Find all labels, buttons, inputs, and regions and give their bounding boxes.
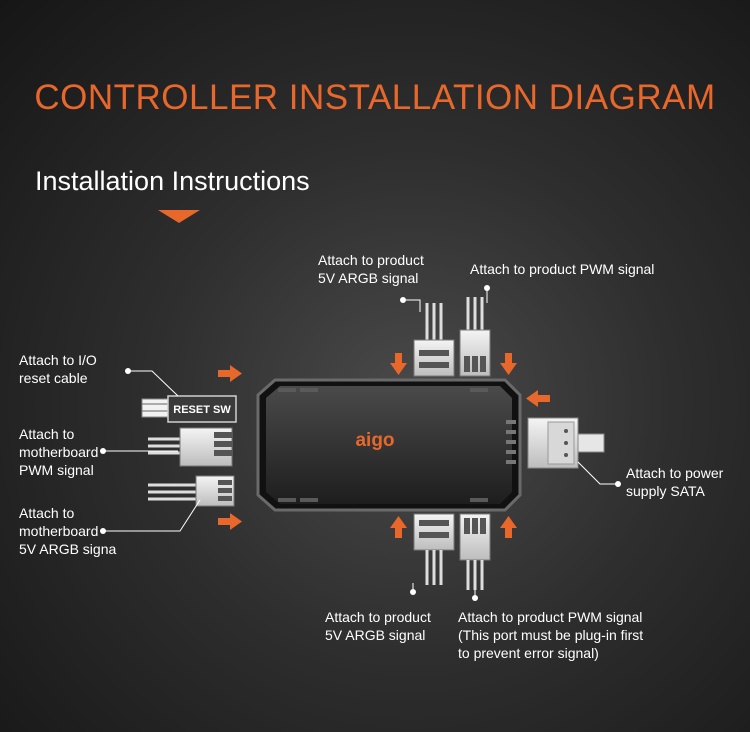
pointer-triangle-icon [158,210,200,223]
mb-pwm-connector [148,427,233,467]
label-top-pwm: Attach to product PWM signal [470,261,655,277]
label-bottom-pwm: Attach to product PWM signal(This port m… [458,609,644,661]
diagram-title: CONTROLLER INSTALLATION DIAGRAM [34,78,716,117]
diagram-subtitle: Installation Instructions [35,166,310,196]
arrow-up-icon [390,516,407,538]
arrow-right-icon [218,365,242,382]
controller-body [256,378,522,512]
bottom-pwm-connector [459,513,491,590]
arrow-down-icon [500,353,517,375]
controller-logo: aigo [355,430,394,451]
arrow-up-icon [500,516,517,538]
leader-dots [100,285,621,601]
arrow-left-icon [526,390,550,407]
reset-sw-connector [141,395,237,423]
top-pwm-connector [459,297,491,377]
sata-connector [527,417,605,469]
arrow-right-icon [218,513,242,530]
arrow-down-icon [390,353,407,375]
top-argb-connector [413,303,455,377]
mb-argb-connector [148,475,235,507]
bottom-argb-connector [413,513,455,585]
reset-sw-label: RESET SW [173,404,231,416]
